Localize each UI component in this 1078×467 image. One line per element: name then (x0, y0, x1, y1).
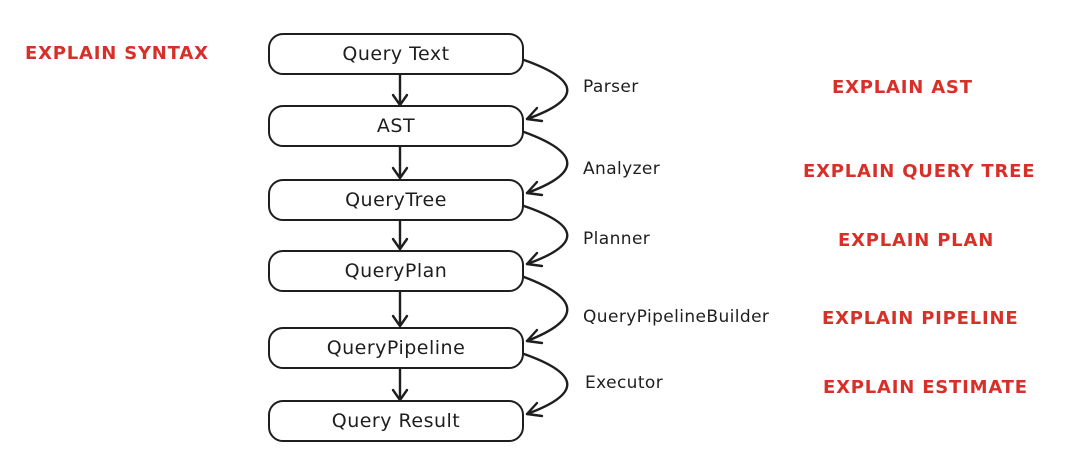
stage-arrow-query-pipeline-builder (522, 275, 569, 345)
node-query-plan: QueryPlan (268, 250, 524, 292)
stage-arrow-analyzer (522, 130, 569, 197)
node-ast: AST (268, 105, 524, 147)
stage-label-query-pipeline-builder: QueryPipelineBuilder (583, 307, 770, 327)
explain-ast-label: EXPLAIN AST (832, 77, 973, 98)
stage-label-parser: Parser (583, 77, 639, 97)
node-query-pipeline: QueryPipeline (268, 327, 524, 369)
flow-arrow-query-plan-to-query-pipeline (391, 290, 409, 328)
node-query-tree: QueryTree (268, 179, 524, 221)
flow-arrow-ast-to-query-tree (391, 145, 409, 180)
stage-label-planner: Planner (583, 229, 651, 249)
stage-label-analyzer: Analyzer (583, 159, 661, 179)
explain-pipeline-label: EXPLAIN PIPELINE (822, 308, 1019, 329)
stage-arrow-executor (522, 352, 569, 418)
stage-arrow-planner (522, 204, 569, 268)
explain-query-tree-label: EXPLAIN QUERY TREE (803, 161, 1036, 182)
node-query-result: Query Result (268, 400, 524, 442)
explain-estimate-label: EXPLAIN ESTIMATE (823, 377, 1028, 398)
flow-arrow-query-text-to-ast (391, 73, 409, 107)
flow-arrow-query-pipeline-to-query-result (391, 367, 409, 402)
explain-syntax-label: EXPLAIN SYNTAX (25, 43, 209, 64)
stage-arrow-parser (522, 58, 569, 123)
flow-arrow-query-tree-to-query-plan (391, 219, 409, 251)
stage-label-executor: Executor (585, 373, 664, 393)
node-query-text: Query Text (268, 33, 524, 75)
explain-plan-label: EXPLAIN PLAN (838, 230, 995, 251)
